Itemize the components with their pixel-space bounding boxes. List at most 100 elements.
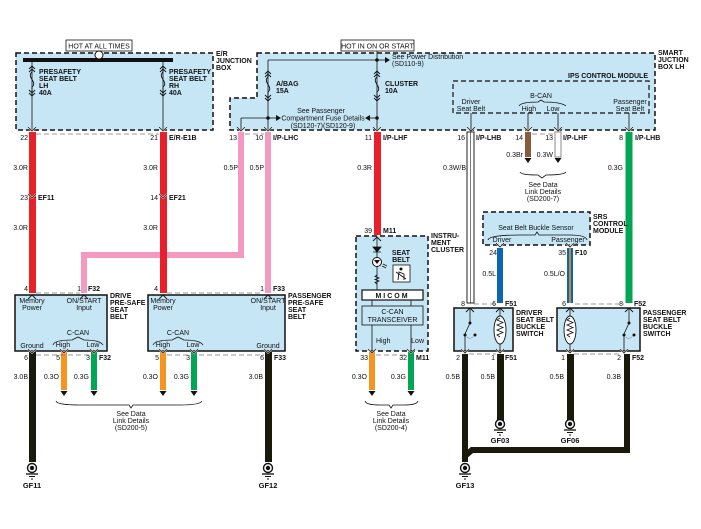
svg-text:PRE-SAFE: PRE-SAFE: [288, 300, 324, 307]
svg-text:8: 8: [461, 301, 465, 308]
svg-text:BELT: BELT: [392, 257, 410, 264]
ground-gf06: GF06: [561, 418, 580, 445]
svg-text:0.3G: 0.3G: [391, 374, 406, 381]
wire-white-black-lhb: [466, 131, 475, 304]
connector-labels-top: 22 21 E/R-E1B 13 10 I/P-LHC 11 I/P-LHF 1…: [20, 135, 660, 142]
svg-text:3.0B: 3.0B: [14, 374, 29, 381]
svg-text:4: 4: [24, 286, 28, 293]
inline-connector-ef21: 14 EF21: [150, 193, 186, 202]
svg-text:0.5L: 0.5L: [482, 271, 496, 278]
svg-text:1: 1: [561, 355, 565, 362]
svg-text:1: 1: [491, 355, 495, 362]
svg-text:See Data: See Data: [528, 182, 557, 189]
svg-text:Seat Belt Buckle Sensor: Seat Belt Buckle Sensor: [498, 225, 574, 232]
svg-text:GF06: GF06: [561, 436, 580, 445]
svg-text:22: 22: [20, 135, 28, 142]
svg-text:M11: M11: [416, 355, 429, 362]
fuse-presafety-rh: PRESAFETY SEAT BELT RH 40A: [159, 62, 211, 130]
wire-size-label: 3.0R: [13, 225, 28, 232]
svg-text:F51: F51: [505, 355, 517, 362]
svg-text:39: 39: [364, 228, 372, 235]
wire-white-bcan-low: [554, 131, 562, 163]
svg-text:CONTROL: CONTROL: [593, 221, 628, 228]
svg-text:40A: 40A: [169, 90, 182, 97]
svg-text:SRS: SRS: [593, 214, 608, 221]
svg-text:3.0R: 3.0R: [143, 165, 158, 172]
svg-text:EF21: EF21: [169, 195, 186, 202]
svg-text:5: 5: [155, 355, 159, 362]
svg-text:E/R-E1B: E/R-E1B: [169, 135, 197, 142]
svg-text:0.3G: 0.3G: [174, 374, 189, 381]
svg-text:GF03: GF03: [491, 436, 510, 445]
svg-text:Ground: Ground: [20, 343, 43, 350]
svg-text:BELT: BELT: [110, 314, 128, 321]
svg-text:RH: RH: [169, 83, 179, 90]
svg-text:See Data: See Data: [376, 411, 405, 418]
svg-text:MODULE: MODULE: [593, 228, 624, 235]
svg-text:B-CAN: B-CAN: [530, 93, 552, 100]
svg-text:Low: Low: [87, 342, 101, 349]
svg-text:0.5B: 0.5B: [550, 374, 565, 381]
svg-text:BUCKLE: BUCKLE: [516, 324, 545, 331]
svg-text:F33: F33: [273, 286, 285, 293]
svg-text:5: 5: [56, 355, 60, 362]
svg-text:Memory: Memory: [150, 298, 176, 305]
svg-text:(SD120-7)(SD120-9): (SD120-7)(SD120-9): [291, 123, 356, 130]
svg-text:0.3W: 0.3W: [537, 152, 554, 159]
svg-text:0.5B: 0.5B: [446, 374, 461, 381]
svg-text:Link Details: Link Details: [525, 189, 562, 196]
svg-text:SEAT: SEAT: [392, 250, 411, 257]
svg-text:SEAT BELT: SEAT BELT: [643, 317, 682, 324]
svg-text:11: 11: [365, 135, 372, 142]
svg-text:F52: F52: [634, 301, 646, 308]
svg-text:PRESAFETY: PRESAFETY: [39, 69, 81, 76]
ground-gf12: GF12: [259, 462, 277, 490]
wire-red-lh: [29, 132, 36, 293]
svg-text:0.3O: 0.3O: [352, 374, 368, 381]
fuse-abag: A/BAG 15A: [264, 70, 299, 102]
svg-text:I/P-LHF: I/P-LHF: [563, 135, 588, 142]
svg-text:0.3W/B: 0.3W/B: [443, 165, 466, 172]
svg-text:1: 1: [77, 286, 81, 293]
wire-red-cluster: [374, 132, 381, 235]
svg-text:Link Details: Link Details: [373, 418, 410, 425]
svg-text:0.3B: 0.3B: [607, 374, 622, 381]
svg-text:0.3Br: 0.3Br: [506, 152, 523, 159]
svg-text:21: 21: [150, 135, 158, 142]
svg-text:M11: M11: [383, 228, 396, 235]
svg-text:SEAT BELT: SEAT BELT: [169, 76, 208, 83]
svg-text:Seat Belt: Seat Belt: [457, 106, 485, 113]
svg-text:(SD200-7): (SD200-7): [527, 196, 559, 203]
ground-gf13: GF13: [456, 462, 475, 490]
svg-text:SWITCH: SWITCH: [643, 331, 671, 338]
svg-text:BELT: BELT: [288, 314, 306, 321]
svg-text:F32: F32: [99, 355, 111, 362]
passenger-presafe-seat-belt-module: 4 1 F33 Memory Power ON/START Input C-CA…: [147, 286, 331, 352]
svg-text:BUCKLE: BUCKLE: [643, 324, 672, 331]
svg-text:High: High: [376, 338, 391, 345]
wire-size-label: 3.0R: [143, 225, 158, 232]
svg-text:Input: Input: [76, 305, 92, 312]
junction-connector-marks: [27, 126, 634, 135]
svg-text:High: High: [522, 106, 537, 113]
svg-text:HOT AT ALL TIMES: HOT AT ALL TIMES: [68, 44, 130, 51]
svg-text:DRIVE: DRIVE: [110, 293, 132, 300]
svg-text:0.3G: 0.3G: [608, 165, 623, 172]
svg-text:JUNCTION: JUNCTION: [216, 58, 252, 65]
svg-text:F10: F10: [575, 250, 587, 257]
wire-brown-bcan-high: [524, 132, 532, 163]
svg-text:1: 1: [260, 286, 264, 293]
svg-text:13: 13: [229, 135, 237, 142]
svg-text:3: 3: [86, 355, 90, 362]
svg-text:32: 32: [399, 355, 407, 362]
svg-text:HOT IN ON OR START: HOT IN ON OR START: [341, 44, 414, 51]
passenger-fuse-reference: See Passenger Compartment Fuse Details (…: [240, 108, 379, 130]
svg-text:6: 6: [562, 301, 566, 308]
svg-text:GF13: GF13: [456, 481, 475, 490]
svg-text:F32: F32: [88, 286, 100, 293]
svg-text:PASSENGER: PASSENGER: [643, 310, 686, 317]
svg-text:ON/START: ON/START: [67, 298, 102, 305]
svg-text:Low: Low: [411, 338, 425, 345]
wire-pink-10: [265, 132, 271, 293]
svg-text:ON/START: ON/START: [251, 298, 286, 305]
